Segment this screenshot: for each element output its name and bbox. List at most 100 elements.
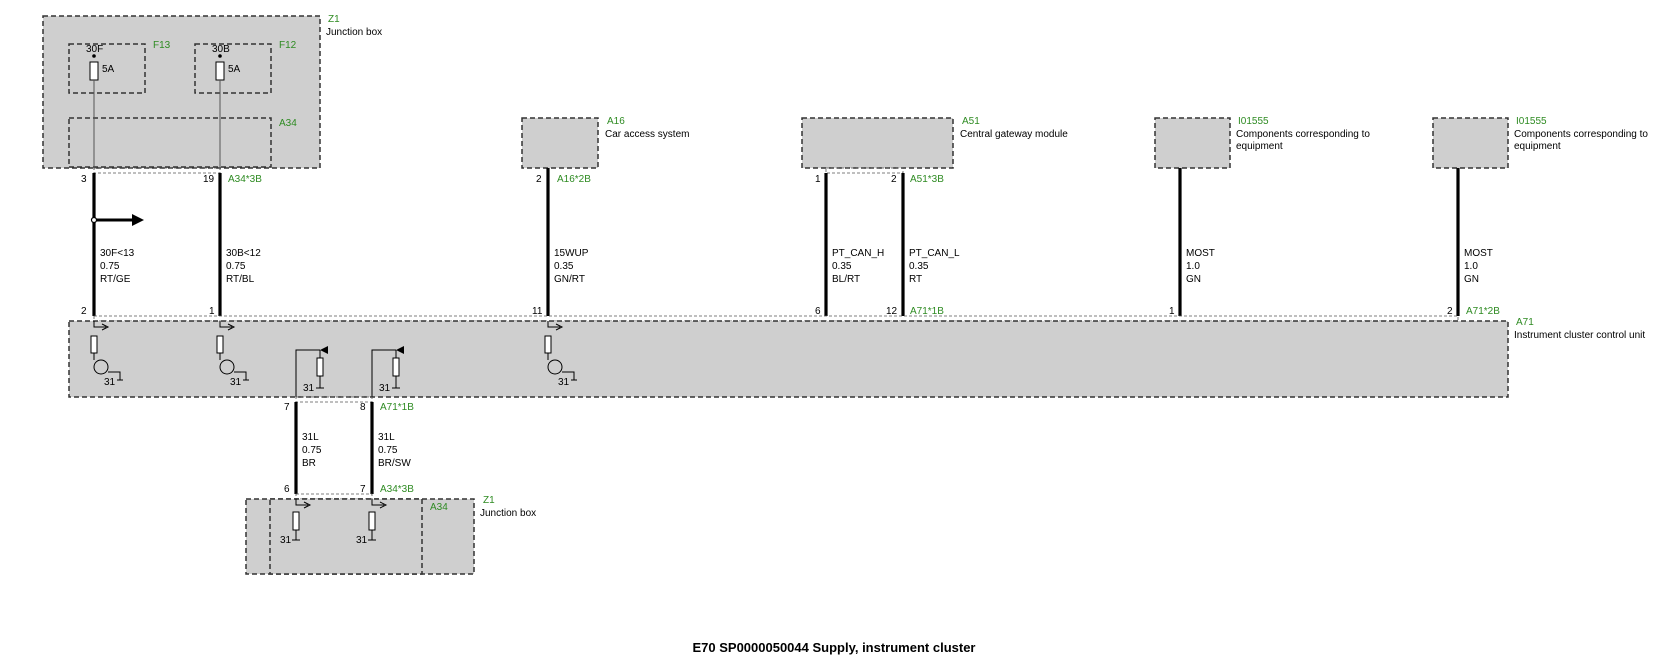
resistor-icon <box>392 357 400 377</box>
transistor-icon <box>93 359 109 375</box>
i01555-b-id: I01555 <box>1516 116 1547 127</box>
a51-pin-bar <box>825 167 904 174</box>
branch-node <box>90 216 98 224</box>
input-arrow-icon <box>219 321 236 331</box>
fuse-f12-node <box>218 54 222 58</box>
z1-top-name: Junction box <box>326 27 382 38</box>
a16-box <box>521 117 599 169</box>
fuse-f13-id: F13 <box>153 40 171 51</box>
upper-wires <box>90 168 1460 316</box>
connector-a34-3b-top: A34*3B <box>228 174 262 185</box>
ground-label: 31 <box>379 383 391 394</box>
a51-name: Central gateway module <box>960 129 1068 140</box>
components-i01555-a: I01555 Components corresponding to equip… <box>1154 116 1370 169</box>
connector-a51-3b: A51*3B <box>910 174 944 185</box>
i01555-a-id: I01555 <box>1238 116 1269 127</box>
connector-a71-1b-top: A71*1B <box>910 306 944 317</box>
fuse-f12-box <box>194 43 272 94</box>
a16-pin-2: 2 <box>536 174 542 185</box>
z1-ground-circuit-1: 31 <box>280 499 312 546</box>
i01555-b-name-line1: Components corresponding to <box>1514 129 1648 140</box>
z1-bottom-pin-7: 7 <box>360 484 366 495</box>
z1-pin-bar <box>93 167 221 174</box>
resistor-icon <box>216 335 224 354</box>
wire-label-color: BL/RT <box>832 274 860 285</box>
ground-label: 31 <box>558 377 570 388</box>
fuse-f12-id: F12 <box>279 40 297 51</box>
fuse-f13-box <box>68 43 146 94</box>
branch-arrow-icon <box>132 214 144 226</box>
ground-label: 31 <box>356 535 368 546</box>
input-circuit-1: 31 <box>90 321 123 388</box>
a71-pin-7: 7 <box>284 402 290 413</box>
fuse-f13-rating: 5A <box>102 64 115 75</box>
a71-box <box>68 320 1509 398</box>
resistor-icon <box>368 511 376 531</box>
wire-label-color: RT <box>909 274 922 285</box>
z1-ground-circuit-2: 31 <box>356 499 388 546</box>
input-circuit-2: 31 <box>216 321 249 388</box>
wire-label-gauge: 1.0 <box>1186 261 1200 272</box>
input-arrow-icon <box>295 499 312 509</box>
junction-box-z1-bottom: A34 Z1 Junction box 31 31 <box>245 495 536 575</box>
transistor-icon <box>219 359 235 375</box>
wire-label-signal: 15WUP <box>554 248 589 259</box>
wire-label-color: RT/GE <box>100 274 131 285</box>
input-arrow-icon <box>371 499 388 509</box>
wire-label-color: GN <box>1464 274 1479 285</box>
connector-a71-2b: A71*2B <box>1466 306 1500 317</box>
a71-pin-1: 1 <box>209 306 215 317</box>
central-gateway-module-a51: A51 Central gateway module 1 2 A51*3B <box>801 116 1068 185</box>
z1-bottom-pin-bar <box>295 493 373 500</box>
a71-pin-12: 12 <box>886 306 898 317</box>
wire-label-gauge: 0.75 <box>226 261 246 272</box>
z1-bottom-name: Junction box <box>480 508 536 519</box>
connector-a71-1b-bottom: A71*1B <box>380 402 414 413</box>
instrument-cluster-a71: A71 Instrument cluster control unit 31 3… <box>68 317 1645 398</box>
input-arrow-icon <box>547 321 564 331</box>
transistor-icon <box>547 359 563 375</box>
a71-pin-11: 11 <box>532 306 543 317</box>
a71-pin-1b: 1 <box>1169 306 1175 317</box>
a34-top-box <box>68 117 272 168</box>
junction-box-z1-top: Z1 Junction box F13 30F 5A F12 30B 5A A3… <box>42 14 382 170</box>
i01555-b-box <box>1432 117 1509 169</box>
ground-label: 31 <box>230 377 242 388</box>
input-arrow-icon <box>93 321 110 331</box>
a71-pin-2: 2 <box>81 306 87 317</box>
wire-label-color: GN/RT <box>554 274 585 285</box>
a71-id: A71 <box>1516 317 1534 328</box>
connector-a34-3b-bottom: A34*3B <box>380 484 414 495</box>
a16-id: A16 <box>607 116 625 127</box>
wire-label-signal: MOST <box>1464 248 1493 259</box>
wire-label-color: BR <box>302 458 316 469</box>
a16-name: Car access system <box>605 129 689 140</box>
a34-top-id: A34 <box>279 118 297 129</box>
a51-pin-1: 1 <box>815 174 821 185</box>
wire-label-signal: PT_CAN_H <box>832 248 884 259</box>
fuse-f13-icon <box>89 61 99 81</box>
i01555-b-name-line2: equipment <box>1514 141 1561 152</box>
a71-pin-8: 8 <box>360 402 366 413</box>
resistor-icon <box>544 335 552 354</box>
fuse-f13-pin: 30F <box>86 44 103 55</box>
diagram-title: E70 SP0000050044 Supply, instrument clus… <box>692 640 975 655</box>
components-i01555-b: I01555 Components corresponding to equip… <box>1432 116 1648 169</box>
z1-pin-19: 19 <box>203 174 215 185</box>
wire-label-signal: 30F<13 <box>100 248 135 259</box>
wire-label-signal: 31L <box>302 432 319 443</box>
z1-pin-3: 3 <box>81 174 87 185</box>
output-arrow-icon <box>396 346 404 354</box>
a71-bottom-pin-bar <box>295 396 373 403</box>
output-arrow-icon <box>320 346 328 354</box>
a51-box <box>801 117 954 169</box>
wire-label-gauge: 0.35 <box>554 261 574 272</box>
wire-label-gauge: 0.35 <box>909 261 929 272</box>
resistor-icon <box>316 357 324 377</box>
wire-label-color: GN <box>1186 274 1201 285</box>
fuse-f12-icon <box>215 61 225 81</box>
ground-label: 31 <box>303 383 315 394</box>
ground-label: 31 <box>280 535 292 546</box>
resistor-icon <box>90 335 98 354</box>
